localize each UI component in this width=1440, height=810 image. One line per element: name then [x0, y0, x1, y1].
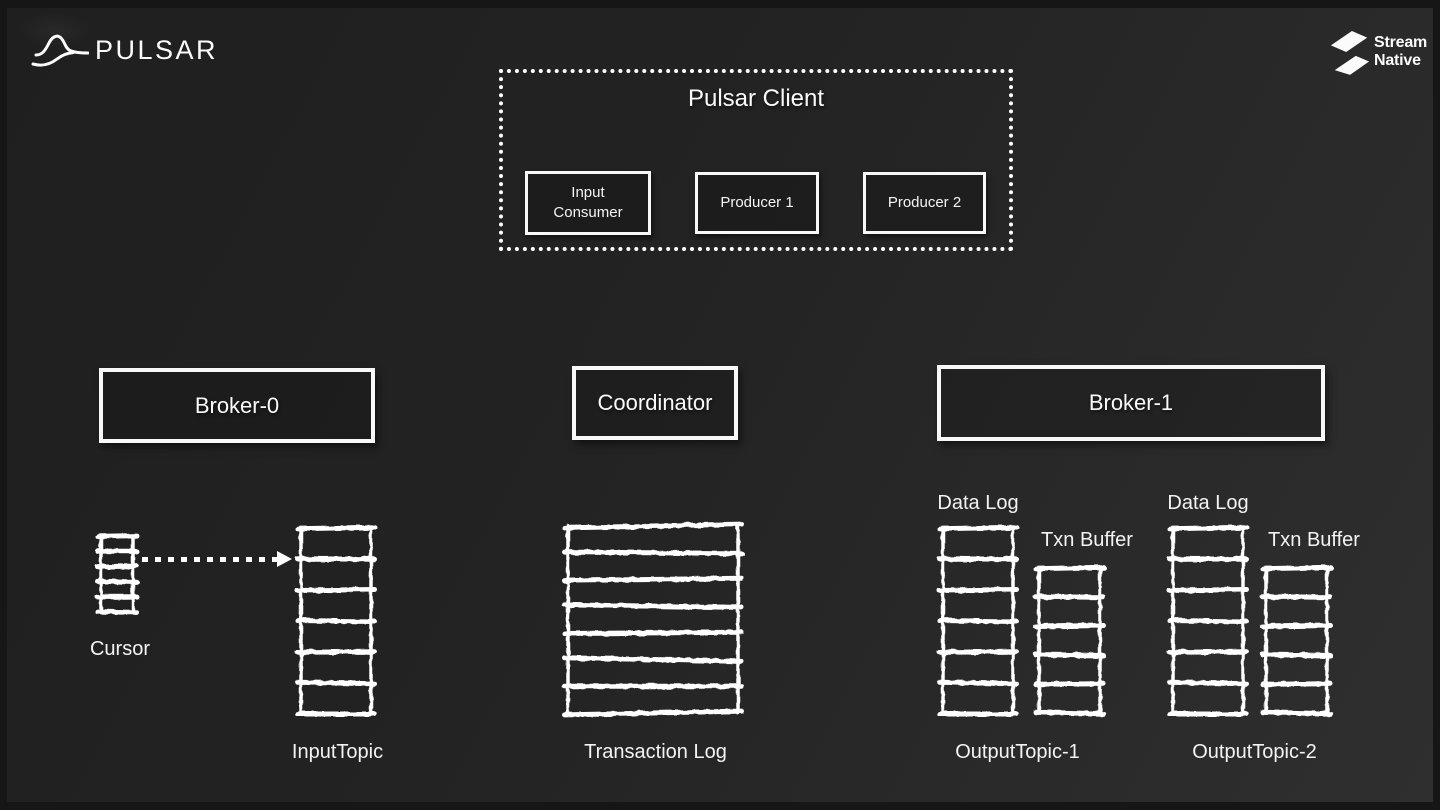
input-topic-label: InputTopic — [291, 741, 384, 763]
streamnative-logo-text-line1: Stream — [1374, 34, 1428, 51]
coordinator-box: Coordinator — [572, 366, 738, 440]
output-topic-2-txn-buffer-label: Txn Buffer — [1268, 529, 1360, 551]
output-topic-2-data-log-label: Data Log — [1167, 492, 1249, 514]
output-topic-2-data-log-stack — [1167, 524, 1249, 717]
slide-background: PULSAR Stream Native Pulsar Client Input… — [7, 8, 1433, 802]
cursor-arrow-dotted-line — [142, 557, 277, 562]
streamnative-s-icon — [1330, 31, 1370, 75]
input-consumer-box: Input Consumer — [525, 171, 651, 235]
pulsar-wave-icon — [31, 34, 89, 67]
pulsar-client-title: Pulsar Client — [687, 85, 825, 112]
output-topic-2-label: OutputTopic-2 — [1192, 741, 1317, 763]
transaction-log-label: Transaction Log — [584, 741, 727, 763]
streamnative-logo: Stream Native — [1329, 27, 1427, 77]
output-topic-1-txn-buffer-label: Txn Buffer — [1041, 529, 1133, 551]
pulsar-client-components-row: Input Consumer Producer 1 Producer 2 — [525, 171, 986, 235]
cursor-stack — [95, 533, 139, 615]
cursor-label: Cursor — [89, 638, 150, 660]
producer-2-box: Producer 2 — [863, 172, 986, 234]
cursor-arrow-head-icon — [277, 551, 292, 567]
broker-1-box: Broker-1 — [937, 365, 1325, 441]
output-topic-1-txn-buffer-stack — [1033, 564, 1106, 717]
streamnative-logo-text-line2: Native — [1374, 52, 1421, 69]
producer-1-box: Producer 1 — [695, 172, 819, 234]
pulsar-client-group-box: Pulsar Client Input Consumer Producer 1 … — [499, 69, 1013, 251]
output-topic-1-data-log-label: Data Log — [937, 492, 1019, 514]
pulsar-logo-text: PULSAR — [95, 34, 219, 65]
transaction-log-stack — [562, 521, 744, 718]
pulsar-logo: PULSAR — [31, 30, 218, 70]
output-topic-2-txn-buffer-stack — [1260, 564, 1333, 717]
output-topic-1-label: OutputTopic-1 — [955, 741, 1080, 763]
output-topic-1-data-log-stack — [937, 524, 1019, 717]
input-topic-stack — [295, 524, 377, 717]
broker-0-box: Broker-0 — [99, 368, 375, 443]
